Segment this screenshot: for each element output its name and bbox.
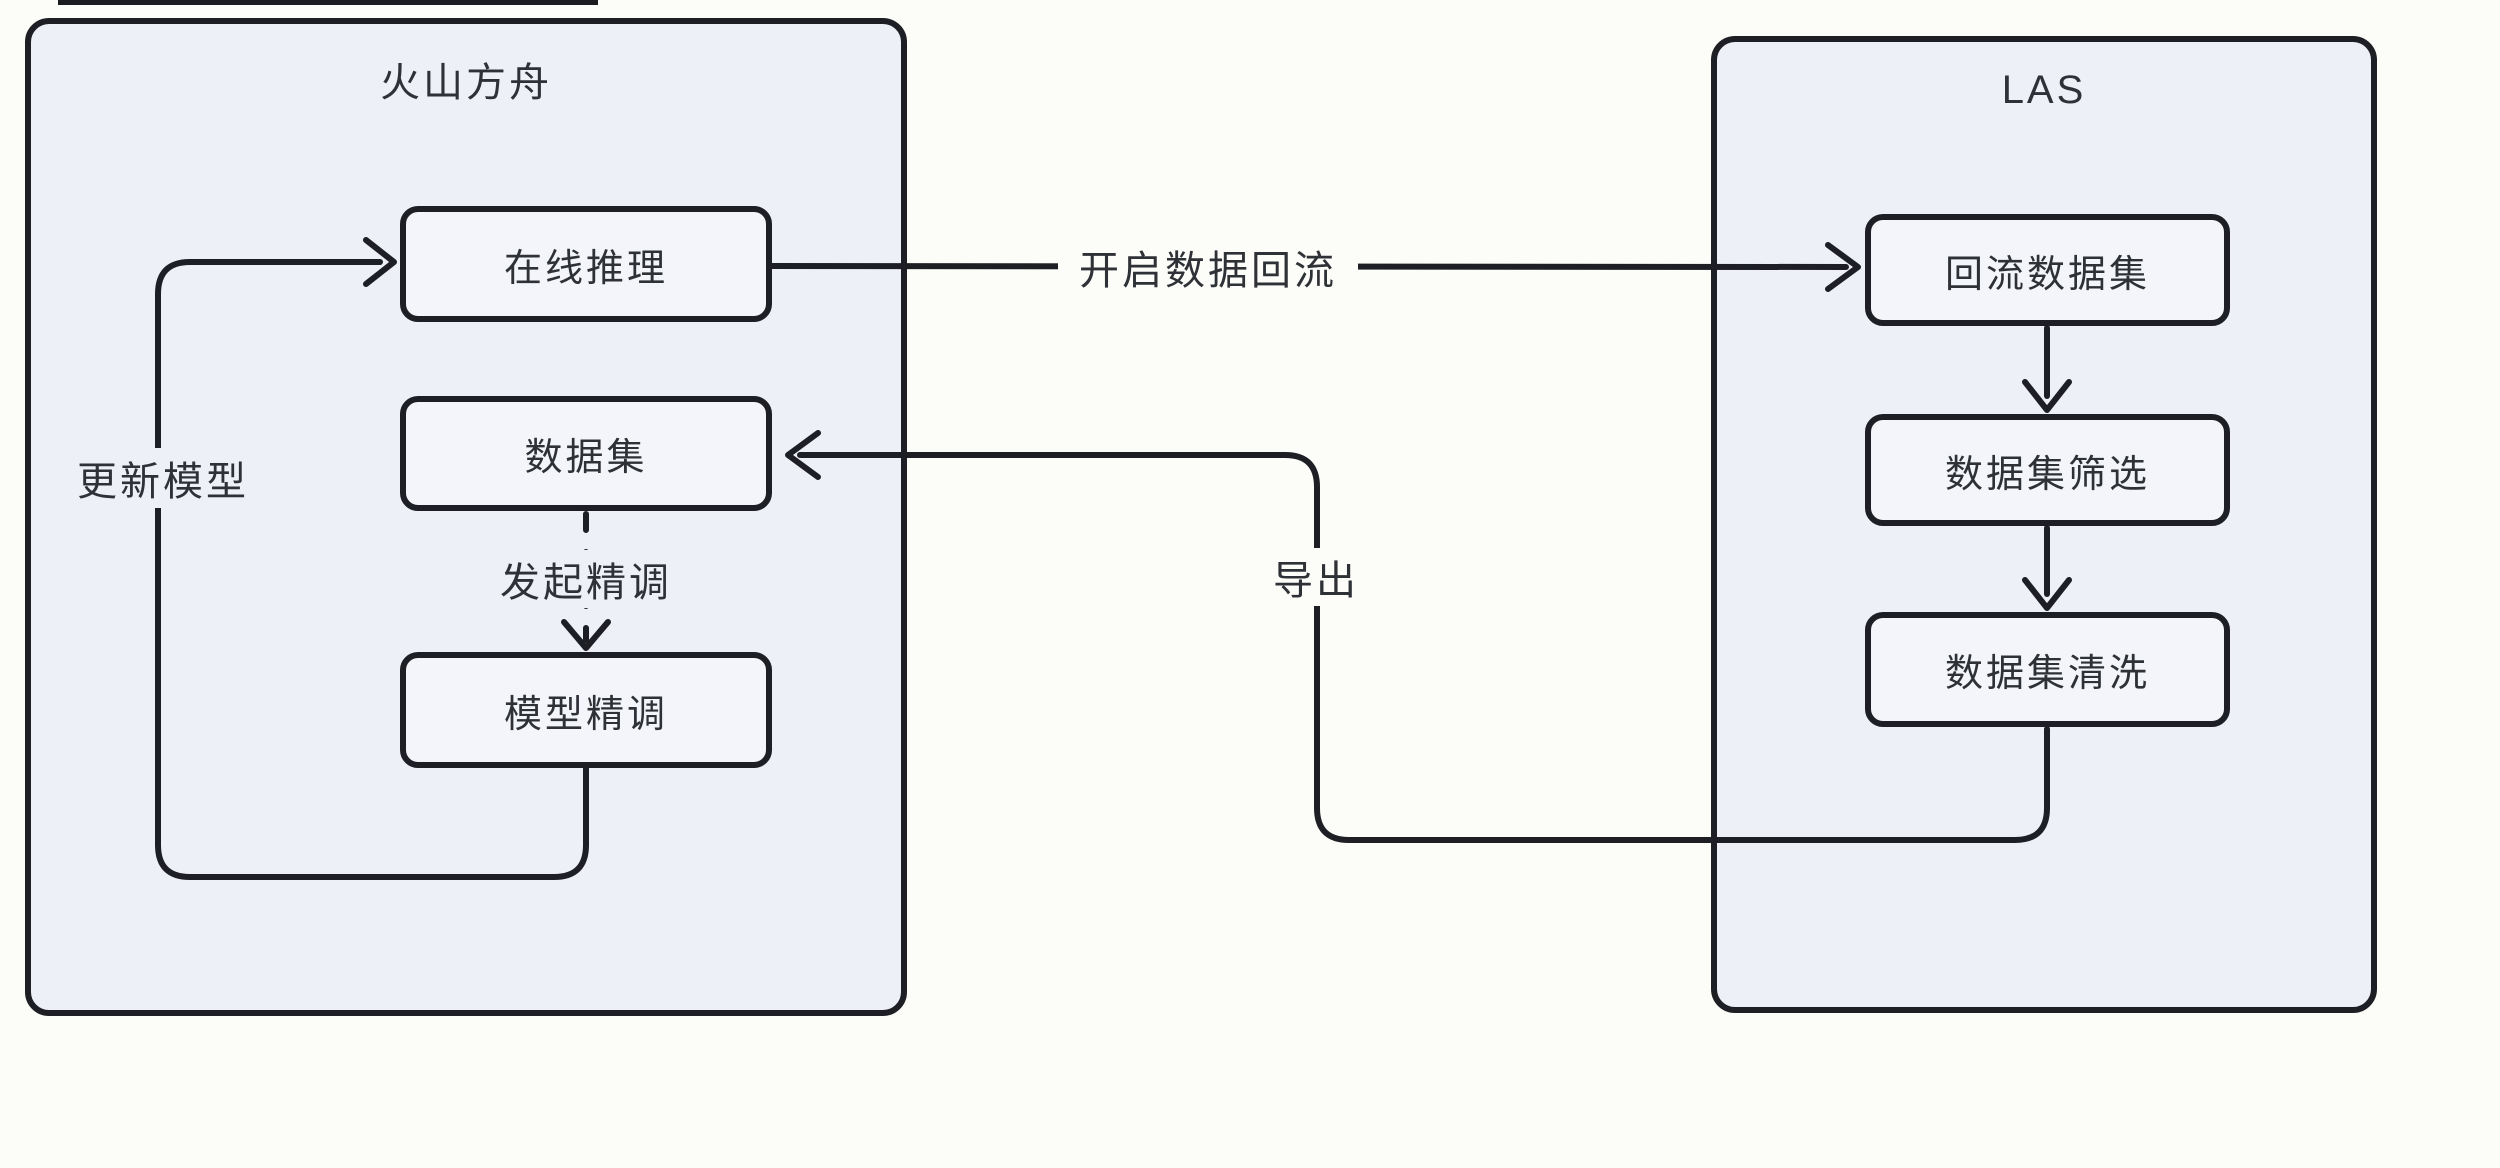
node-dataset-filter: 数据集筛选 (1865, 414, 2230, 526)
node-dataset-clean: 数据集清洗 (1865, 612, 2230, 727)
node-dataset: 数据集 (400, 396, 772, 511)
container-volcano-ark: 火山方舟 (25, 18, 907, 1016)
container-volcano-ark-title: 火山方舟 (380, 61, 552, 105)
node-model-finetune: 模型精调 (400, 652, 772, 768)
edge-label-export: 导出 (1253, 548, 1379, 606)
node-online-inference: 在线推理 (400, 206, 772, 322)
screenshot-top-edge-artifact (58, 0, 598, 5)
edge-label-update-model: 更新模型 (50, 448, 276, 508)
edge-label-start-finetune: 发起精调 (474, 550, 698, 608)
container-las-title: LAS (2001, 68, 2087, 112)
edge-label-data-backflow: 开启数据回流 (1058, 238, 1358, 296)
node-backflow-dataset: 回流数据集 (1865, 214, 2230, 326)
